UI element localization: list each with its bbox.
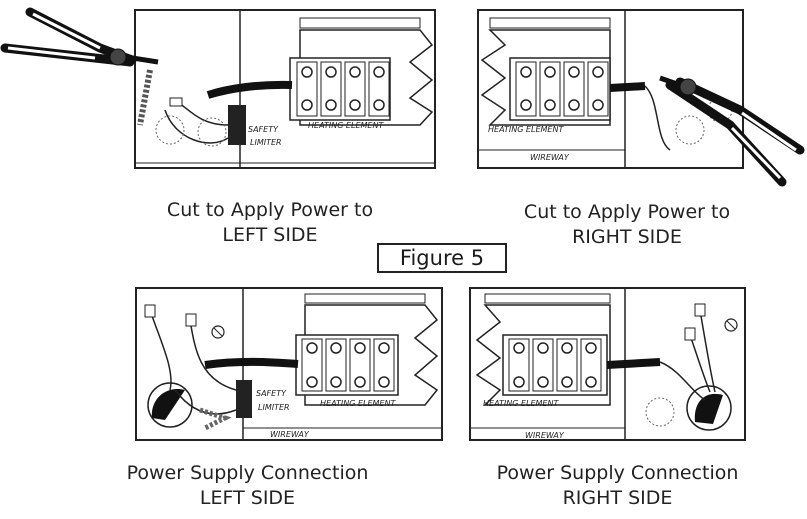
safety-limiter [236,380,252,418]
caption-bottom-right: Power Supply Connection RIGHT SIDE [480,461,755,511]
label-wireway: WIREWAY [270,430,310,439]
label-limiter: LIMITER [250,138,282,147]
panel-top-left: SAFETY LIMITER HEATING ELEMENT [0,0,440,175]
power-cable [206,80,293,99]
power-cable [606,358,661,369]
terminal-block [295,334,399,396]
label-safety: SAFETY [256,389,287,398]
ground-screw-icon [724,318,738,332]
figure-title: Figure 5 [377,243,507,273]
knockout-icon [147,382,193,428]
diagram-top-left: SAFETY LIMITER HEATING ELEMENT [0,7,436,169]
label-wireway: WIREWAY [525,431,565,440]
diagram-bottom-right: HEATING ELEMENT WIREWAY [469,287,746,441]
heating-element [475,304,611,406]
terminal-block [289,57,391,121]
caption-line: RIGHT SIDE [572,226,682,248]
caption-top-left: Cut to Apply Power to LEFT SIDE [140,198,400,248]
heater-housing [134,9,436,169]
heating-element [299,29,434,126]
pliers-icon [659,75,805,187]
label-limiter: LIMITER [258,403,290,412]
label-wireway: WIREWAY [530,153,570,162]
caption-line: LEFT SIDE [222,224,318,246]
terminal-block [509,57,611,121]
label-heating-element: HEATING ELEMENT [308,121,384,130]
panel-bottom-left: SAFETY LIMITER HEATING ELEMENT WIREWAY [0,280,450,445]
power-cable [609,82,646,92]
panel-top-right: HEATING ELEMENT WIREWAY [470,0,807,190]
label-heating-element: HEATING ELEMENT [488,125,564,134]
caption-line: Cut to Apply Power to [166,199,374,221]
ground-screw-icon [211,325,225,339]
heater-housing [135,287,443,441]
caption-line: RIGHT SIDE [562,487,673,509]
heater-housing [477,9,744,169]
label-heating-element: HEATING ELEMENT [483,399,559,408]
label-heating-element: HEATING ELEMENT [320,399,396,408]
caption-line: Power Supply Connection [496,462,739,484]
heating-element [304,304,439,406]
caption-top-right: Cut to Apply Power to RIGHT SIDE [497,200,757,250]
panel-bottom-right: HEATING ELEMENT WIREWAY [465,280,750,445]
caption-line: Power Supply Connection [126,462,369,484]
power-cable [204,357,299,369]
caption-line: Cut to Apply Power to [523,201,731,223]
pliers-icon [0,7,159,67]
diagram-top-right: HEATING ELEMENT WIREWAY [477,9,805,187]
safety-limiter [228,105,246,145]
diagram-bottom-left: SAFETY LIMITER HEATING ELEMENT WIREWAY [135,287,443,441]
terminal-block [502,334,608,396]
heater-housing [469,287,746,441]
knockout-icon [686,385,732,431]
caption-bottom-left: Power Supply Connection LEFT SIDE [110,461,385,511]
caption-line: LEFT SIDE [199,487,296,509]
label-safety: SAFETY [248,125,279,134]
